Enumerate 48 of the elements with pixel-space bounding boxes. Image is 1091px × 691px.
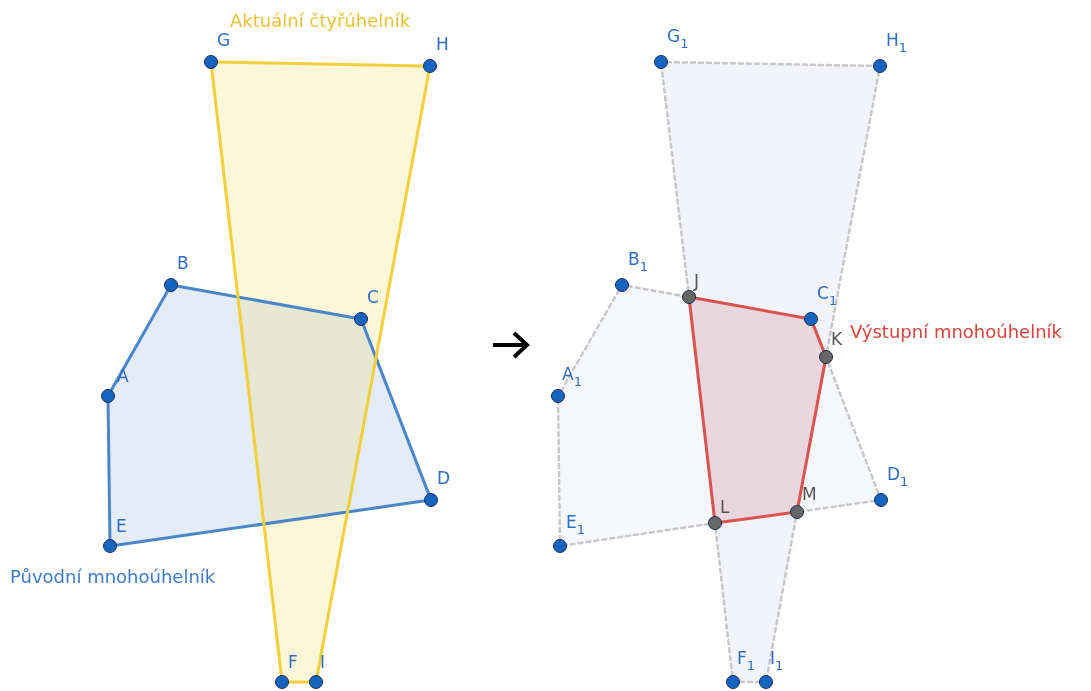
point-label: L — [720, 499, 730, 516]
point-label: C — [367, 289, 379, 306]
point-label: B$_{1}$ — [628, 251, 648, 273]
polygon-side — [106, 401, 112, 541]
dotted-polygon-side — [825, 70, 881, 353]
point-label: B — [177, 255, 189, 272]
dotted-polygon-side — [737, 680, 762, 684]
polygon-side — [694, 296, 806, 320]
polygon-side — [720, 511, 792, 524]
point-label: D — [437, 470, 451, 487]
point-label: C$_{1}$ — [817, 285, 838, 307]
dotted-polygon-side — [826, 361, 881, 496]
point-label: H$_{1}$ — [886, 32, 908, 54]
polygon-title: Původní mnohoúhelník — [10, 566, 216, 587]
dotted-polygon-side — [559, 288, 621, 393]
polygon-title: Výstupní mnohoúhelník — [850, 321, 1062, 342]
polygon-side — [315, 71, 431, 677]
point-label: I$_{1}$ — [770, 650, 784, 672]
polygon-side — [288, 680, 310, 684]
dotted-polygon-side — [556, 400, 562, 542]
dotted-polygon-side — [564, 522, 711, 547]
dotted-polygon-side — [660, 66, 690, 293]
polygon-side — [115, 499, 426, 547]
polygon-side — [811, 324, 826, 352]
polygon-side — [361, 324, 431, 495]
point-label: G$_{1}$ — [667, 28, 689, 50]
polygon-side — [216, 60, 425, 68]
point-label: D$_{1}$ — [887, 466, 909, 488]
point-label: K — [831, 331, 843, 348]
point-label: F — [288, 654, 298, 671]
polygon-side — [109, 289, 170, 392]
dotted-polygon-side — [714, 527, 734, 678]
point-label: E — [116, 518, 127, 535]
polygon-title: Aktuální čtyřúhelník — [230, 10, 411, 31]
point-label: M — [802, 486, 817, 503]
dotted-polygon-side — [765, 516, 798, 678]
polygon-side — [176, 284, 356, 320]
point-label: I — [320, 654, 325, 671]
point-label: G — [217, 32, 231, 49]
point-label: H — [436, 36, 449, 53]
point-label: F$_{1}$ — [737, 650, 756, 672]
point-label: E$_{1}$ — [566, 514, 586, 536]
polygon-side — [688, 302, 716, 518]
polygon-side — [796, 362, 827, 507]
polygon-side — [210, 67, 283, 677]
point-label: A$_{1}$ — [562, 366, 582, 388]
point-label: J — [694, 273, 699, 290]
dotted-polygon-side — [801, 499, 877, 513]
